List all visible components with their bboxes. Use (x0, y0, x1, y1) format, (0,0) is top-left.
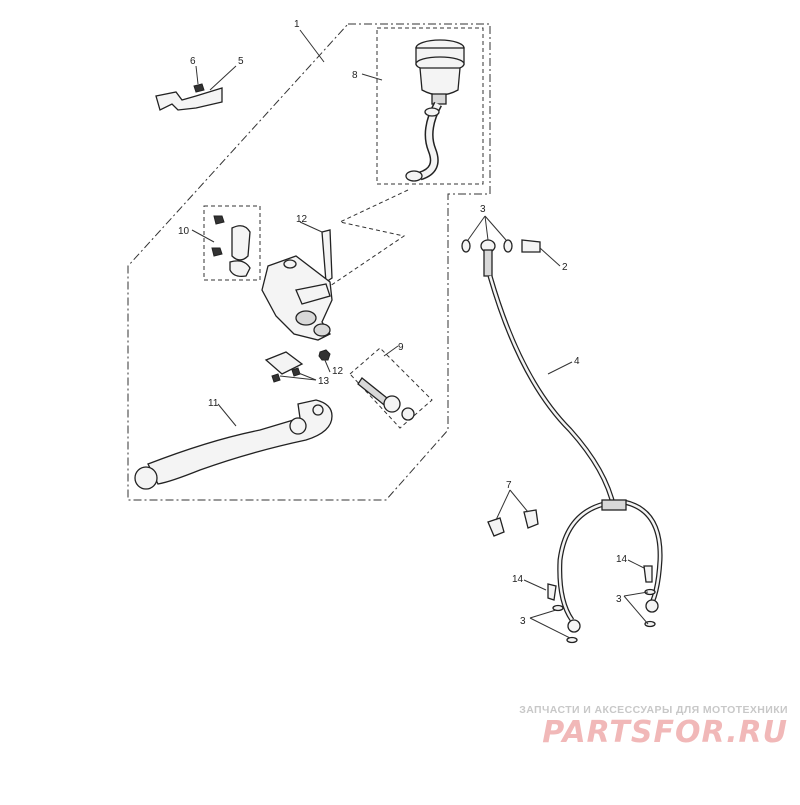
clutch-lever (134, 399, 333, 490)
piston-kit (357, 377, 415, 421)
callout-5: 5 (238, 56, 244, 67)
bracket-screw (193, 83, 205, 93)
hose-clip-left (487, 517, 505, 537)
callout-12-top: 12 (296, 214, 308, 225)
callout-labels: 1 2 3 3 3 4 5 6 7 8 9 10 11 12 12 13 14 … (178, 19, 628, 627)
callout-10: 10 (178, 226, 190, 237)
switch-bracket (264, 351, 304, 383)
clamp-group-box (203, 205, 261, 281)
callout-8: 8 (352, 70, 358, 81)
callout-1: 1 (294, 19, 300, 30)
handlebar-clamp (211, 215, 251, 278)
callout-3-top: 3 (480, 204, 486, 215)
callout-13: 13 (318, 376, 330, 387)
watermark-subtitle: ЗАПЧАСТИ И АКСЕССУАРЫ ДЛЯ МОТОТЕХНИКИ (519, 704, 788, 716)
pivot-bolt-upper (321, 229, 333, 284)
leader-lines (191, 29, 649, 639)
hose-clip (405, 170, 423, 182)
callout-12-bottom: 12 (332, 366, 344, 377)
hose-clip-top (424, 107, 440, 117)
reservoir (415, 39, 465, 105)
bracket (155, 87, 223, 111)
clutch-hose (487, 275, 663, 622)
master-cylinder (261, 255, 333, 341)
callout-14-left: 14 (512, 574, 524, 585)
callout-4: 4 (574, 356, 580, 367)
reservoir-group-box (376, 27, 484, 185)
hose-clip-right (523, 509, 539, 529)
callout-11: 11 (208, 398, 219, 409)
watermark-logo: PARTSFOR.RU (542, 715, 788, 750)
banjo-assembly-top (461, 239, 541, 277)
watermark: ЗАПЧАСТИ И АКСЕССУАРЫ ДЛЯ МОТОТЕХНИКИ PA… (484, 704, 788, 750)
pivot-nut (318, 349, 331, 361)
callout-6: 6 (190, 56, 196, 67)
callout-3-right: 3 (616, 594, 622, 605)
callout-9: 9 (398, 342, 404, 353)
callout-2: 2 (562, 262, 568, 273)
callout-3-left: 3 (520, 616, 526, 627)
hose-routing-line (329, 189, 409, 287)
assembly-outline (127, 23, 491, 501)
banjo-assembly-lower-right (643, 565, 659, 628)
banjo-assembly-lower-left (547, 583, 581, 644)
callout-7: 7 (506, 480, 512, 491)
callout-14-right: 14 (616, 554, 628, 565)
piston-kit-group-box (349, 347, 433, 429)
